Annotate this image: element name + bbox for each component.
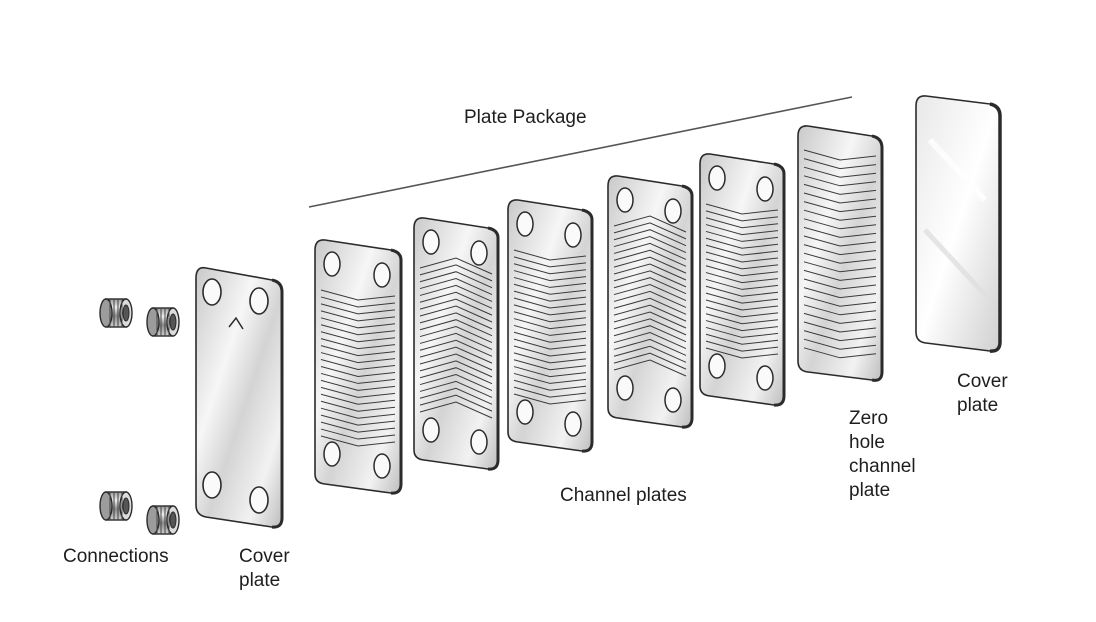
cover-plate-left (195, 266, 284, 529)
connection-fitting (99, 491, 133, 521)
connections-label: Connections (63, 546, 169, 567)
channel-plate (507, 199, 594, 453)
channel-plate (699, 153, 786, 407)
connections-group (99, 298, 180, 535)
cover-plate-left-label: Cover plate (239, 546, 290, 591)
channel-plate (607, 175, 694, 429)
channel-plates-group (314, 153, 786, 495)
plate-package-bracket (308, 96, 853, 208)
channel-plate (314, 239, 403, 495)
chevron-up-icon (228, 316, 244, 330)
cover-plate-right (915, 95, 1002, 353)
channel-plate (413, 217, 500, 471)
cover-plate-right-label: Cover plate (957, 371, 1008, 416)
channel-plates-label: Channel plates (560, 485, 687, 506)
connection-fitting (99, 298, 133, 328)
connection-fitting (146, 505, 180, 535)
connection-fitting (146, 307, 180, 337)
zero-hole-channel-plate (797, 125, 884, 382)
plate-package-label: Plate Package (464, 107, 587, 128)
zero-hole-channel-plate-label: Zero hole channel plate (849, 408, 916, 501)
